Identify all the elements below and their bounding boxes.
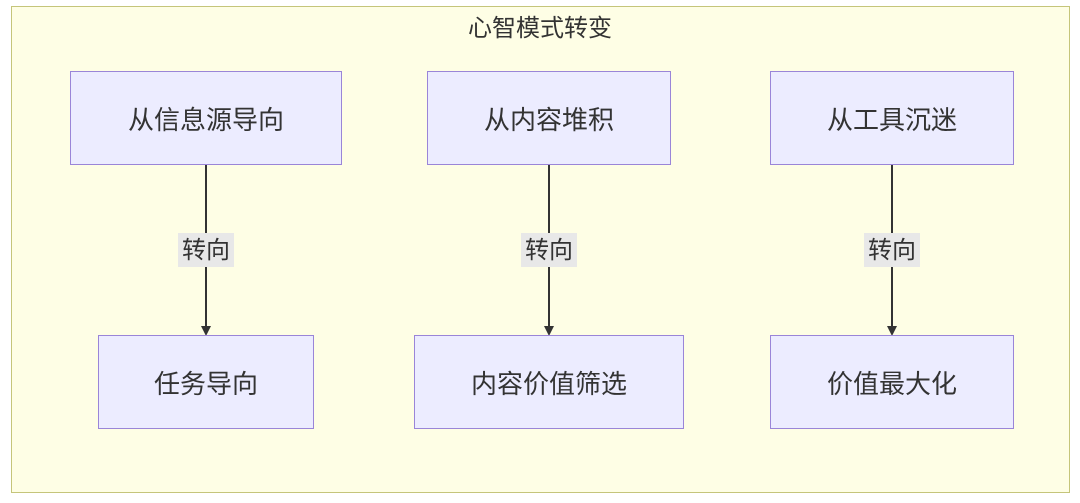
node-label: 任务导向: [153, 369, 258, 400]
node-value-maximization: 价值最大化: [770, 335, 1014, 429]
node-label: 从内容堆积: [483, 105, 614, 136]
node-from-info-source: 从信息源导向: [70, 71, 342, 165]
node-from-tool-obsession: 从工具沉迷: [770, 71, 1014, 165]
node-label: 从信息源导向: [127, 105, 284, 136]
node-task-oriented: 任务导向: [98, 335, 314, 429]
node-label: 价值最大化: [826, 369, 957, 400]
node-label: 内容价值筛选: [470, 369, 627, 400]
edge-label-3: 转向: [864, 233, 920, 267]
subgraph-title: 心智模式转变: [468, 14, 612, 42]
node-label: 从工具沉迷: [826, 105, 957, 136]
node-content-value-filtering: 内容价值筛选: [414, 335, 684, 429]
node-from-content-accumulation: 从内容堆积: [427, 71, 671, 165]
edge-label-1: 转向: [178, 233, 234, 267]
edge-label-2: 转向: [521, 233, 577, 267]
